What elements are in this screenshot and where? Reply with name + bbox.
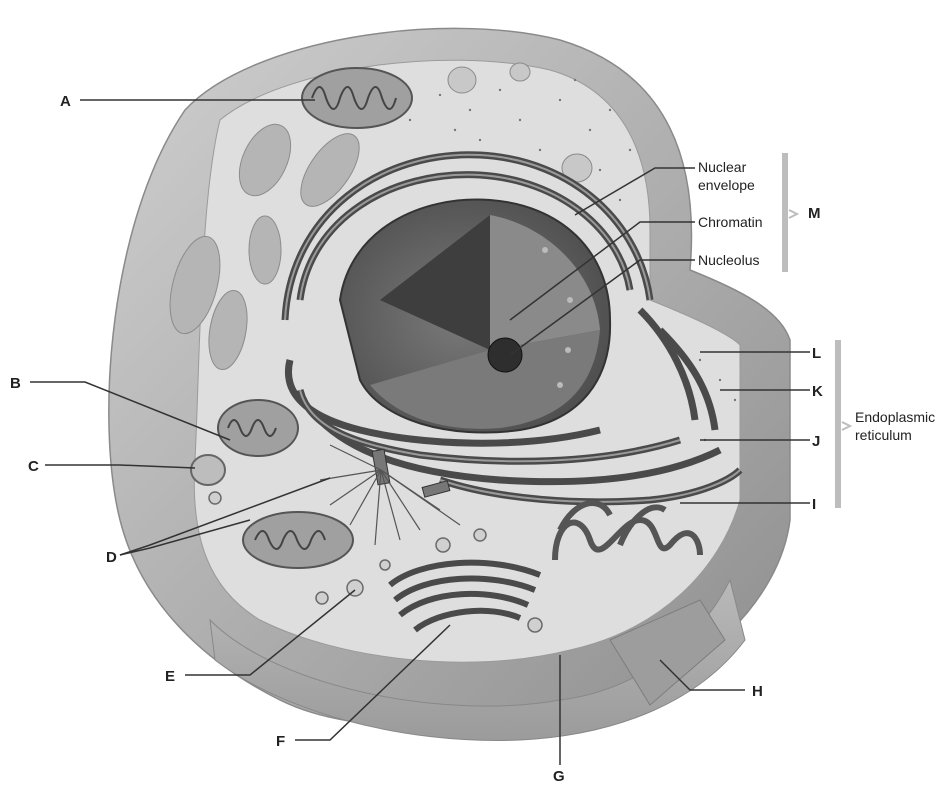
term-nuclear-envelope-line1: Nuclear <box>698 159 747 175</box>
label-b: B <box>10 375 21 392</box>
mitochondrion-b <box>218 400 298 456</box>
label-d: D <box>106 549 117 566</box>
bracket-er-tip <box>842 422 850 430</box>
label-k: K <box>812 383 823 400</box>
label-m: M <box>808 205 821 222</box>
label-i: I <box>812 496 816 513</box>
nucleolus <box>488 338 522 372</box>
term-nuclear-envelope-line2: envelope <box>698 177 755 193</box>
label-j: J <box>812 433 820 450</box>
label-f: F <box>276 733 285 750</box>
label-e: E <box>165 668 175 685</box>
mitochondrion-a <box>302 68 412 128</box>
term-chromatin: Chromatin <box>698 214 763 230</box>
mitochondrion-d <box>243 512 353 568</box>
label-g: G <box>553 768 565 785</box>
label-c: C <box>28 458 39 475</box>
bracket-m-tip <box>789 210 797 218</box>
term-er-line2: reticulum <box>855 427 912 443</box>
lysosome <box>191 455 225 485</box>
label-a: A <box>60 93 71 110</box>
term-er-line1: Endoplasmic <box>855 409 935 425</box>
label-h: H <box>752 683 763 700</box>
term-nucleolus: Nucleolus <box>698 252 759 268</box>
label-l: L <box>812 345 821 362</box>
